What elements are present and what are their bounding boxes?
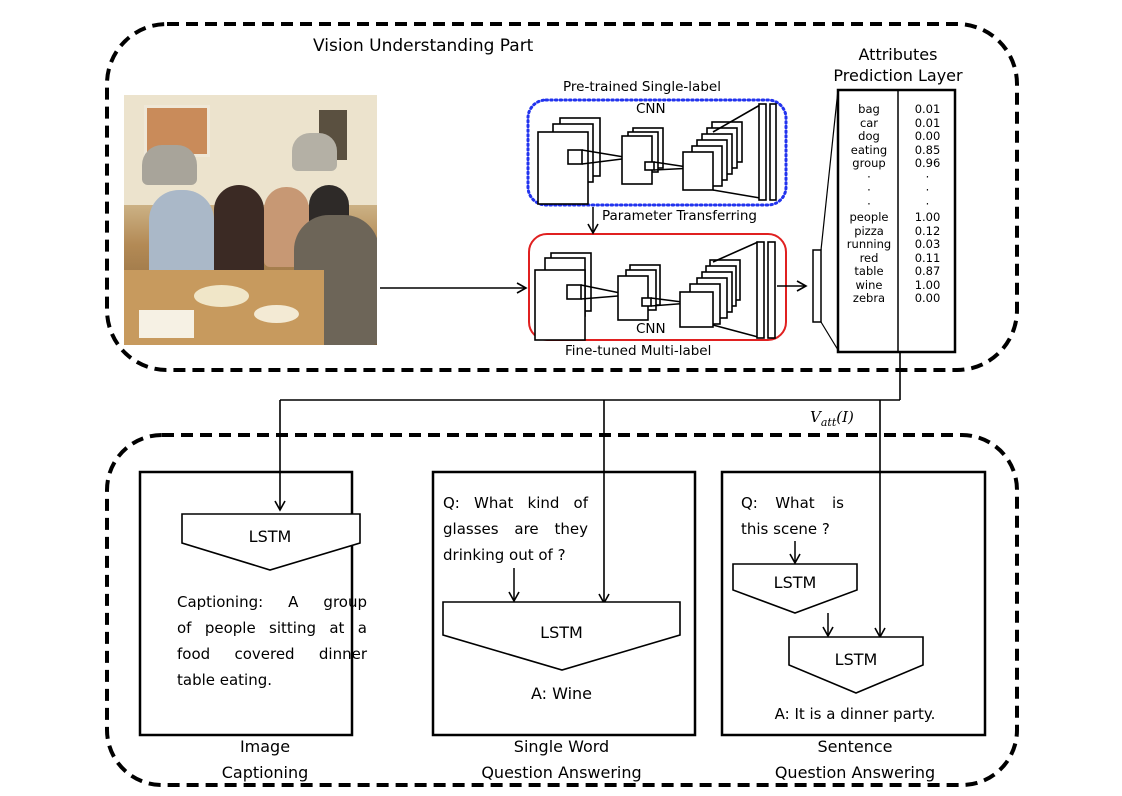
attribute-name: ·: [867, 196, 871, 211]
single-word-question-line: Q: What kind of: [443, 494, 588, 512]
finetuned-cnn-caption: Fine-tuned Multi-label: [565, 343, 712, 359]
single-word-lstm-shape: [442, 601, 681, 671]
tasks-container: [105, 433, 1019, 787]
finetuned-cnn-inner-label: CNN: [636, 321, 666, 337]
photo-plate: [194, 285, 249, 307]
attribute-name: eating: [850, 142, 888, 157]
attribute-name: red: [859, 250, 879, 265]
single-word-title-line1: Single Word: [513, 737, 610, 756]
attribute-score: 1.00: [914, 277, 941, 292]
sentence-title-line2: Question Answering: [774, 763, 936, 782]
sentence-lstm1-label: LSTM: [773, 573, 817, 592]
attribute-name: ·: [867, 169, 871, 184]
photo-person: [214, 185, 264, 275]
sentence-lstm2-label: LSTM: [834, 650, 878, 669]
attributes-title-line1: Attributes: [858, 45, 938, 64]
attributes-table-frame: [836, 88, 957, 354]
pretrained-cnn-layers: [537, 103, 777, 205]
attribute-score: 0.00: [914, 291, 941, 305]
photo-kettle-lamp: [292, 133, 337, 171]
attribute-score: 0.85: [914, 142, 941, 157]
vatt-label: Vatt(I): [810, 408, 854, 429]
attribute-score: 0.12: [914, 223, 941, 238]
parameter-transfer-label: Parameter Transferring: [602, 208, 757, 224]
single-word-title-line2: Question Answering: [481, 763, 642, 782]
captioning-text-line: table eating.: [177, 671, 273, 689]
captioning-task-box: [138, 470, 354, 737]
pretrained-cnn-subtitle: CNN: [636, 101, 666, 117]
pretrained-cnn-box: [526, 98, 788, 207]
vatt-arg: (I): [836, 408, 854, 426]
attribute-name: bag: [858, 102, 880, 116]
attribute-name: dog: [858, 129, 880, 143]
captioning-text-line: of people sitting at a: [177, 619, 367, 637]
vatt-main: V: [810, 408, 821, 426]
attribute-score: ·: [925, 183, 930, 197]
attribute-score: 1.00: [914, 210, 941, 224]
sentence-answer: A: It is a dinner party.: [774, 705, 936, 723]
attribute-score: 0.96: [914, 156, 941, 170]
finetuned-cnn-layers: [534, 241, 776, 341]
attribute-score: 0.00: [914, 129, 941, 143]
attribute-name: wine: [855, 277, 883, 292]
captioning-title-line1: Image: [239, 737, 291, 756]
attribute-name: running: [846, 237, 892, 251]
vision-part-container: [105, 22, 1019, 372]
attribute-score: ·: [925, 196, 930, 211]
single-word-answer: A: Wine: [530, 684, 593, 703]
captioning-text-line: food covered dinner: [177, 645, 367, 663]
pretrained-cnn-title: Pre-trained Single-label: [563, 79, 721, 95]
vatt-connector-lines: [274, 352, 901, 639]
attribute-score: 0.87: [914, 264, 941, 278]
attribute-name: zebra: [852, 291, 886, 305]
captioning-text: Captioning: A group of people sitting at…: [177, 589, 367, 693]
finetuned-cnn-box: [528, 233, 787, 341]
attribute-score: 0.11: [914, 250, 941, 265]
sentence-lstm1-shape: [732, 563, 858, 614]
photo-person: [149, 190, 214, 280]
single-word-lstm-label: LSTM: [540, 623, 583, 642]
feature-vector-bar: [812, 249, 822, 323]
dinner-party-photo: [124, 95, 377, 345]
attribute-score: 0.03: [914, 237, 941, 251]
captioning-lstm-label: LSTM: [248, 527, 292, 546]
attribute-score: ·: [925, 169, 930, 184]
single-word-question-line: glasses are they: [443, 520, 588, 538]
sentence-question-line: Q: What is: [741, 494, 844, 512]
captioning-title-line2: Captioning: [221, 763, 309, 782]
attribute-name: car: [859, 115, 879, 130]
attribute-name: people: [849, 210, 889, 224]
vision-part-title: Vision Understanding Part: [313, 36, 534, 56]
attribute-name: table: [854, 264, 884, 278]
sentence-title-line1: Sentence: [817, 737, 893, 756]
sentence-question-line: this scene ?: [741, 520, 830, 538]
single-word-question-line: drinking out of ?: [443, 546, 566, 564]
sentence-question: Q: What is this scene ?: [741, 490, 844, 542]
captioning-text-line: Captioning: A group: [177, 593, 367, 611]
vatt-subscript: att: [820, 416, 837, 429]
single-word-question: Q: What kind of glasses are they drinkin…: [443, 490, 588, 568]
single-word-qa-task-box: [431, 470, 697, 737]
attribute-score: 0.01: [914, 102, 941, 116]
photo-napkin: [139, 310, 194, 338]
attribute-score: 0.01: [914, 115, 941, 130]
photo-kettle-lamp: [142, 145, 197, 185]
sentence-lstm2-shape: [788, 636, 924, 694]
sentence-qa-task-box: [720, 470, 987, 737]
attribute-name: pizza: [854, 223, 884, 238]
attribute-name: group: [852, 156, 886, 170]
photo-plate: [254, 305, 299, 323]
attribute-name: ·: [867, 183, 871, 197]
captioning-lstm-shape: [181, 513, 361, 571]
attributes-title-line2: Prediction Layer: [833, 66, 963, 85]
